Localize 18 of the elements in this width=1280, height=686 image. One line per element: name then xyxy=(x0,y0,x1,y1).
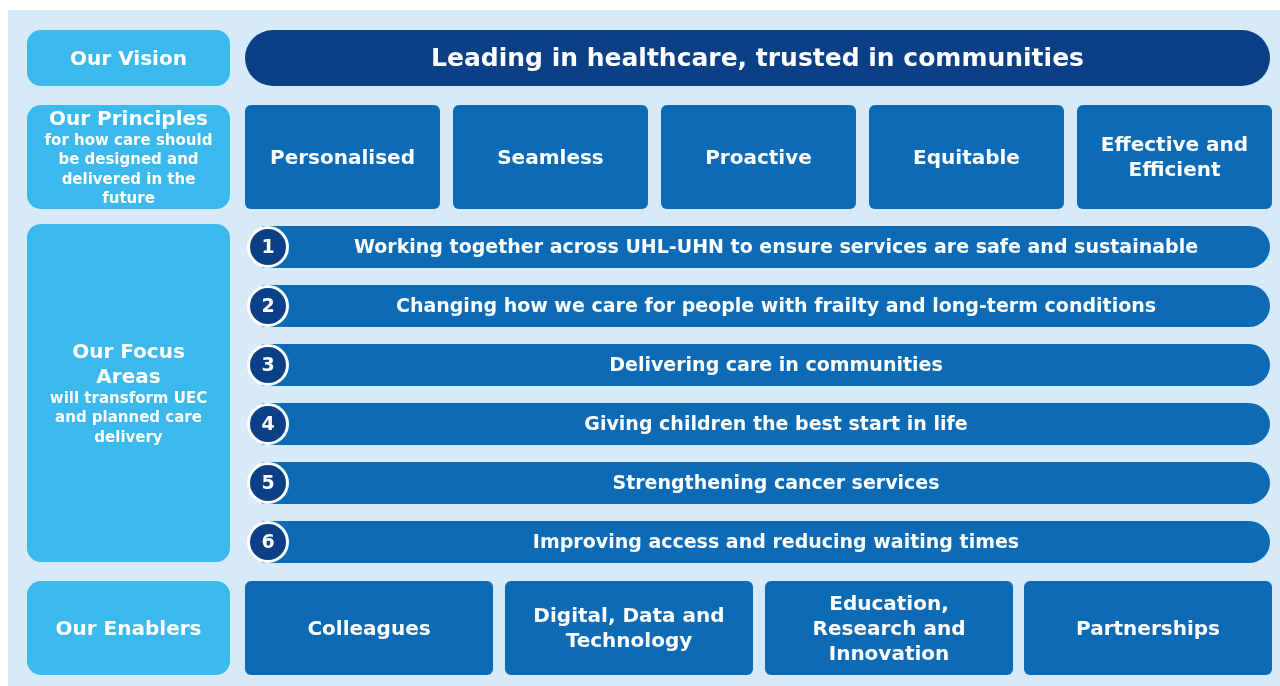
principle-box: Seamless xyxy=(453,105,648,209)
row-heading-box xyxy=(27,224,230,562)
description-text: for how care should be designed and delivered in the future xyxy=(43,130,214,209)
principle-box: Personalised xyxy=(245,105,440,209)
row-heading-box: Our Vision xyxy=(27,30,230,86)
row-heading-box xyxy=(27,105,230,209)
principle-box: Proactive xyxy=(661,105,856,209)
description-text: will transform UEC and planned care delivery xyxy=(48,388,209,448)
row-heading-box: Our Enablers xyxy=(27,581,230,675)
vision-banner: Leading in healthcare, trusted in communities xyxy=(245,30,1270,86)
enabler-box: Digital, Data and Technology xyxy=(505,581,753,675)
heading-text: Our Focus Areas xyxy=(71,338,186,389)
principle-box: Equitable xyxy=(869,105,1064,209)
enabler-box: Partnerships xyxy=(1024,581,1272,675)
principle-box: Effective and Efficient xyxy=(1077,105,1272,209)
heading-text: Our Principles xyxy=(48,105,208,131)
enabler-box: Colleagues xyxy=(245,581,493,675)
enabler-box: Education, Research and Innovation xyxy=(765,581,1013,675)
